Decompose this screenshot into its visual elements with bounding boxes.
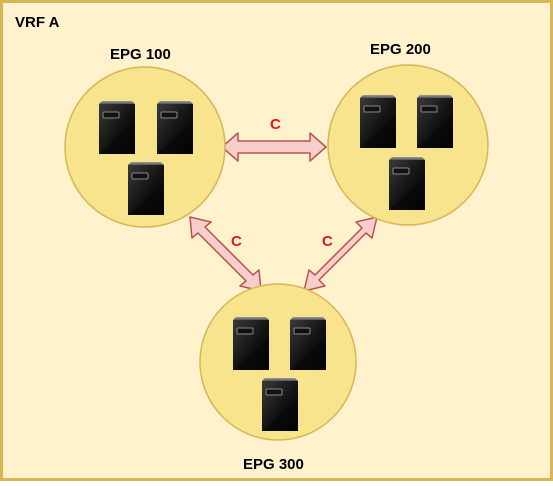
server-icon bbox=[289, 316, 327, 371]
server-icon bbox=[359, 94, 397, 149]
epg-300-label: EPG 300 bbox=[243, 456, 304, 473]
server-icon bbox=[416, 94, 454, 149]
contract-label-100-300: C bbox=[231, 233, 242, 250]
server-icon bbox=[127, 161, 165, 216]
server-icon bbox=[261, 377, 299, 432]
server-icon bbox=[388, 156, 426, 211]
contract-label-200-300: C bbox=[322, 233, 333, 250]
vrf-label: VRF A bbox=[15, 14, 60, 31]
server-icon bbox=[232, 316, 270, 371]
epg-100-label: EPG 100 bbox=[110, 46, 171, 63]
epg-200-label: EPG 200 bbox=[370, 41, 431, 58]
contract-arrow-100-200 bbox=[221, 132, 327, 162]
server-icon bbox=[98, 100, 136, 155]
contract-label-100-200: C bbox=[270, 116, 281, 133]
server-icon bbox=[156, 100, 194, 155]
